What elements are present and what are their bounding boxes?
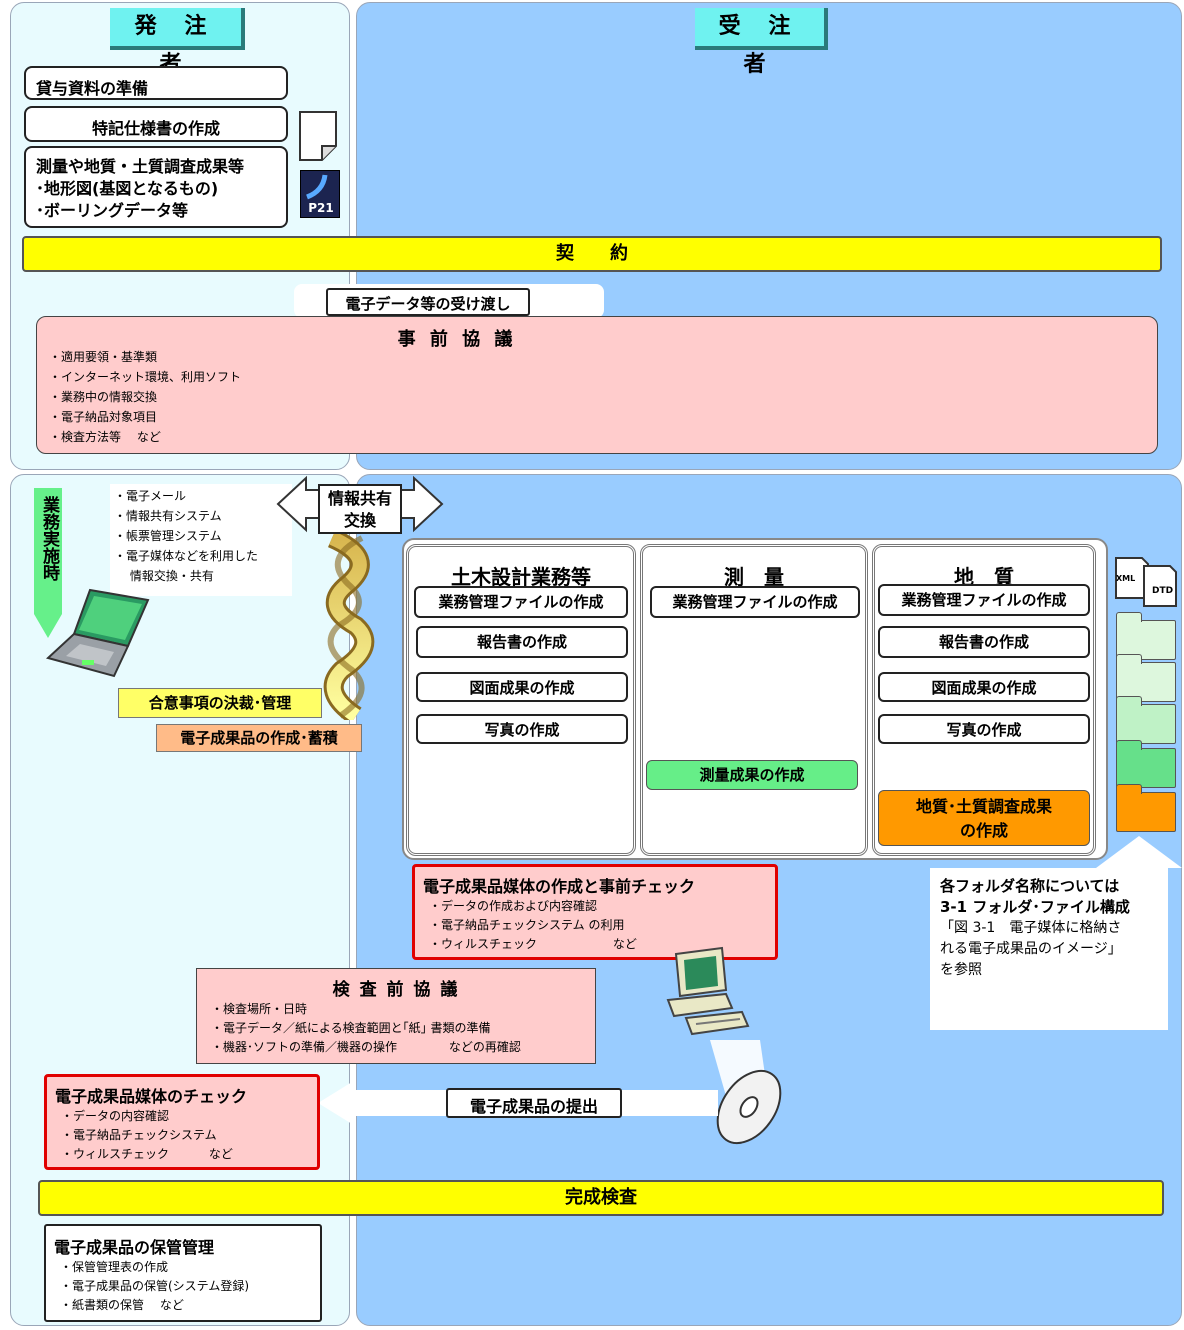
during-work-arrow: 業務実施時	[34, 488, 62, 638]
storage-item: ・保管管理表の作成	[60, 1260, 169, 1274]
client-check-item: ・データの内容確認	[61, 1109, 170, 1123]
mgmt-file-box: 業務管理ファイルの作成	[650, 586, 860, 618]
survey-result-box: 測量成果の作成	[646, 760, 858, 790]
mgmt-file-box: 業務管理ファイルの作成	[414, 586, 628, 618]
pre-inspection-item: ・機器･ソフトの準備／機器の操作 などの再確認	[211, 1040, 521, 1054]
pre-meeting-item: ・検査方法等 など	[49, 430, 161, 444]
drawing-box: 図面成果の作成	[878, 672, 1090, 702]
client-check-title: 電子成果品媒体のチェック	[55, 1087, 248, 1106]
geology-result-line: 地質･土質調査成果	[915, 797, 1052, 816]
cd-icon	[716, 1069, 782, 1145]
xml-label: XML	[1116, 574, 1136, 583]
folder-icon	[1116, 740, 1176, 788]
dtd-file-icon	[1143, 565, 1177, 607]
photo-box: 写真の作成	[416, 714, 628, 744]
survey-data-box: 測量や地質・土質調査成果等 ･地形図(基図となるもの) ･ボーリングデータ等	[24, 146, 288, 228]
folder-icon	[1116, 696, 1176, 744]
mgmt-file-box: 業務管理ファイルの作成	[878, 584, 1090, 616]
column-title: 土木設計業務等	[451, 565, 591, 589]
pre-inspection-box: 検 査 前 協 議 ・検査場所・日時 ・電子データ／紙による検査範囲と｢紙｣ 書…	[196, 968, 596, 1064]
folder-note-line: を参照	[940, 962, 982, 978]
comm-method: ・電子メール	[114, 489, 187, 503]
during-work-label: 業務実施時	[39, 496, 59, 581]
contract-band: 契 約	[22, 236, 1162, 272]
materials-prep-box: 貸与資料の準備	[24, 66, 288, 100]
exchange-label: 情報共有 交換	[318, 484, 402, 534]
folder-note-bold: 各フォルダ名称については	[940, 877, 1120, 895]
document-icon	[299, 111, 337, 161]
media-precheck-item: ・電子納品チェックシステム の利用	[429, 918, 625, 932]
survey-line: ･地形図(基図となるもの)	[36, 179, 219, 198]
folder-note-bold: 3-1 フォルダ･ファイル構成	[940, 898, 1130, 916]
geology-result-box: 地質･土質調査成果 の作成	[878, 790, 1090, 846]
exchange-line: 情報共有	[327, 489, 392, 508]
pre-meeting-item: ・インターネット環境、利用ソフト	[49, 370, 242, 384]
folder-icon	[1116, 784, 1176, 832]
folder-note-box: 各フォルダ名称については 3-1 フォルダ･ファイル構成 「図 3-1 電子媒体…	[930, 868, 1168, 1030]
comm-method: ・帳票管理システム	[114, 529, 222, 543]
client-media-check-box: 電子成果品媒体のチェック ・データの内容確認 ・電子納品チェックシステム ・ウィ…	[44, 1074, 320, 1170]
report-box: 報告書の作成	[416, 626, 628, 658]
pre-inspection-item: ・検査場所・日時	[211, 1002, 308, 1016]
survey-line: ･ボーリングデータ等	[36, 201, 189, 220]
data-handover-label: 電子データ等の受け渡し	[326, 288, 530, 316]
pre-meeting-item: ・業務中の情報交換	[49, 390, 158, 404]
folder-icon	[1116, 612, 1176, 660]
pre-meeting-item: ・電子納品対象項目	[49, 410, 158, 424]
contractor-header: 受 注 者	[695, 8, 828, 77]
comm-method: 情報交換・共有	[114, 569, 214, 583]
up-arrow	[1096, 836, 1182, 868]
pre-meeting-item: ・適用要領・基準類	[49, 350, 158, 364]
dtd-label: DTD	[1152, 586, 1174, 596]
client-check-item: ・ウィルスチェック など	[61, 1147, 233, 1161]
p21-file-icon: P21	[300, 170, 340, 218]
media-precheck-box: 電子成果品媒体の作成と事前チェック ・データの作成および内容確認 ・電子納品チェ…	[412, 864, 778, 960]
comm-method: ・電子媒体などを利用した	[114, 549, 259, 563]
spec-doc-box: 特記仕様書の作成	[24, 106, 288, 142]
agreement-box: 合意事項の決裁･管理	[118, 688, 322, 718]
comm-method: ・情報共有システム	[114, 509, 222, 523]
client-check-item: ・電子納品チェックシステム	[61, 1128, 217, 1142]
pre-meeting-box: 事 前 協 議 ・適用要領・基準類 ・インターネット環境、利用ソフト ・業務中の…	[36, 316, 1158, 454]
storage-item: ・電子成果品の保管(システム登録)	[60, 1279, 250, 1293]
pre-inspection-item: ・電子データ／紙による検査範囲と｢紙｣ 書類の準備	[211, 1021, 491, 1035]
media-precheck-item: ・データの作成および内容確認	[429, 899, 598, 913]
completion-inspection-band: 完成検査	[38, 1180, 1164, 1216]
storage-item: ・紙書類の保管 など	[60, 1298, 184, 1312]
report-box: 報告書の作成	[878, 626, 1090, 658]
folder-note-line: 「図 3-1 電子媒体に格納さ	[940, 920, 1122, 936]
accumulate-box: 電子成果品の作成･蓄積	[156, 724, 362, 752]
pre-meeting-list: ・適用要領・基準類 ・インターネット環境、利用ソフト ・業務中の情報交換 ・電子…	[49, 347, 241, 447]
pre-inspection-title: 検 査 前 協 議	[332, 980, 460, 1000]
laptop-icon	[45, 588, 150, 678]
storage-box: 電子成果品の保管管理 ・保管管理表の作成 ・電子成果品の保管(システム登録) ・…	[44, 1224, 322, 1322]
column-title: 測 量	[724, 565, 784, 589]
media-precheck-item: ・ウィルスチェック など	[429, 937, 637, 951]
folder-icon	[1116, 654, 1176, 702]
photo-box: 写真の作成	[878, 714, 1090, 744]
spiral-arrow-icon	[323, 534, 375, 720]
client-header: 発 注 者	[110, 8, 245, 77]
p21-label: P21	[308, 201, 334, 215]
comm-methods-box: ・電子メール ・情報共有システム ・帳票管理システム ・電子媒体などを利用した …	[110, 484, 292, 596]
media-precheck-title: 電子成果品媒体の作成と事前チェック	[423, 877, 696, 896]
geology-result-line: の作成	[959, 821, 1008, 840]
folder-note-line: れる電子成果品のイメージ」	[940, 941, 1122, 957]
computer-icon	[666, 946, 750, 1036]
exchange-line: 交換	[343, 511, 376, 530]
survey-line: 測量や地質・土質調査成果等	[36, 157, 245, 176]
pre-meeting-title: 事 前 協 議	[397, 329, 517, 350]
submission-label: 電子成果品の提出	[446, 1088, 622, 1118]
storage-title: 電子成果品の保管管理	[54, 1238, 215, 1257]
drawing-box: 図面成果の作成	[416, 672, 628, 702]
